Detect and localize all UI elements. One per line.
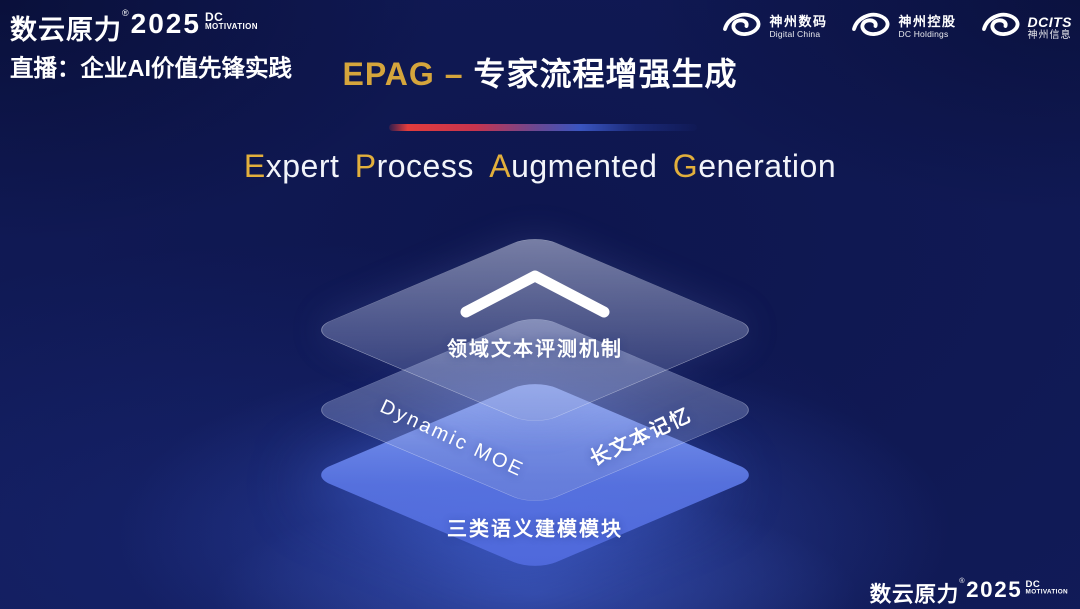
subtitle-word-rest: ugmented: [511, 148, 658, 184]
brand-logo: 数云原力®2025 DC MOTIVATION: [10, 8, 258, 47]
subtitle-word-lead: E: [243, 148, 266, 184]
subtitle: Expert Process Augmented Generation: [0, 148, 1080, 185]
subtitle-word-rest: eneration: [698, 148, 837, 184]
brand-registered-mark: ®: [959, 576, 965, 585]
divider-line: [389, 124, 697, 131]
partner-subname: DC Holdings: [898, 29, 949, 40]
footer-brand-logo: 数云原力®2025 DC MOTIVATION: [870, 577, 1068, 608]
brand-dc: DC: [1025, 578, 1041, 590]
partner-subname: 神州信息: [1027, 29, 1072, 41]
subtitle-word-lead: G: [672, 148, 699, 184]
partner-dc-holdings: 神州控股 DC Holdings: [850, 10, 956, 45]
live-label: 直播：企业AI价值先锋实践: [10, 55, 292, 81]
partner-digital-china: 神州数码 Digital China: [721, 10, 827, 45]
partner-name: 神州数码: [769, 14, 828, 30]
chevron-up-icon: [460, 270, 610, 318]
partner-subname: Digital China: [769, 29, 821, 40]
label-semantic-modeling: 三类语义建模模块: [447, 518, 623, 541]
partner-name: DCITS: [1027, 13, 1072, 30]
brand-name: 数云原力: [869, 582, 960, 607]
brand-motivation: MOTIVATION: [204, 22, 258, 31]
subtitle-word-lead: A: [489, 148, 512, 184]
subtitle-word-rest: rocess: [376, 148, 474, 184]
label-evaluation: 领域文本评测机制: [447, 338, 623, 361]
partner-dcits: DCITS 神州信息: [980, 10, 1073, 45]
page-title: EPAG –专家流程增强生成: [0, 49, 1080, 95]
brand-dc: DC: [204, 10, 224, 24]
brand-name: 数云原力: [10, 15, 122, 45]
partner-logos: 神州数码 Digital China 神州控股 DC Holdings DCIT…: [721, 10, 1072, 45]
swirl-icon: [850, 10, 892, 45]
partner-name: 神州控股: [898, 14, 957, 30]
subtitle-word-rest: xpert: [265, 148, 340, 184]
brand-year: 2025: [130, 8, 201, 39]
swirl-icon: [721, 10, 763, 45]
swirl-icon: [980, 10, 1022, 45]
title-text: 专家流程增强生成: [473, 56, 738, 92]
brand-year: 2025: [966, 576, 1023, 602]
title-accent: EPAG –: [342, 56, 464, 92]
subtitle-word-lead: P: [354, 148, 377, 184]
brand-registered-mark: ®: [122, 8, 129, 18]
brand-motivation: MOTIVATION: [1025, 588, 1068, 596]
